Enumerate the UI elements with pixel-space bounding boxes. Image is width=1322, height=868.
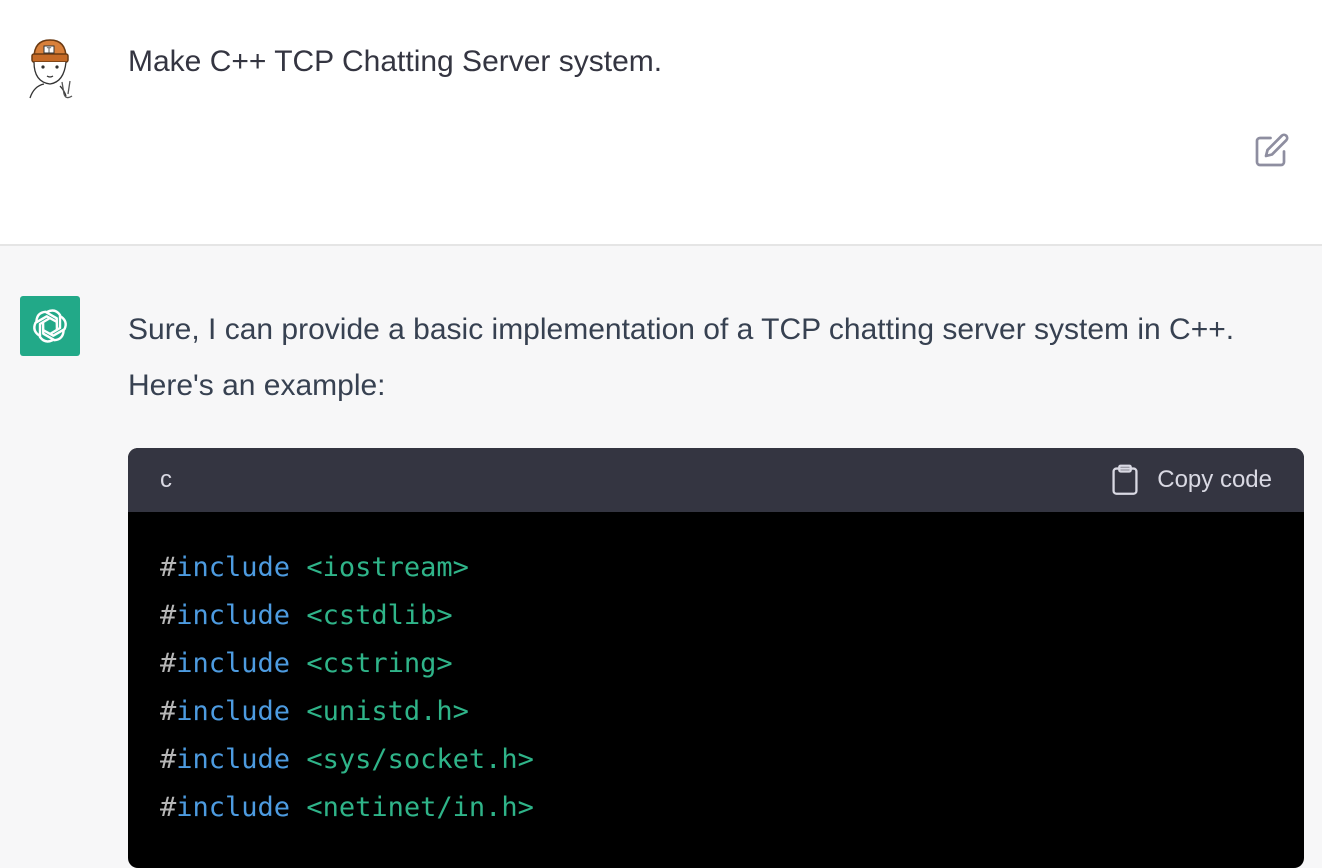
code-include-target: <unistd.h> — [290, 696, 469, 727]
user-message-text: Make C++ TCP Chatting Server system. — [128, 45, 663, 78]
code-block: c Copy code #include <iostream> #include… — [128, 448, 1304, 868]
code-hash: # — [160, 792, 177, 823]
code-hash: # — [160, 744, 177, 775]
code-hash: # — [160, 600, 177, 631]
assistant-message-text: Sure, I can provide a basic implementati… — [128, 313, 1235, 402]
user-avatar: T — [20, 36, 80, 100]
code-include-target: <netinet/in.h> — [290, 792, 534, 823]
code-directive: include — [176, 696, 291, 727]
code-hash: # — [160, 648, 177, 679]
code-language-label: c — [160, 466, 172, 493]
code-include-target: <sys/socket.h> — [290, 744, 534, 775]
code-line: #include <cstring> — [160, 640, 1304, 688]
code-body: #include <iostream> #include <cstdlib> #… — [128, 512, 1304, 832]
edit-icon[interactable] — [1254, 132, 1290, 168]
code-include-target: <cstring> — [290, 648, 453, 679]
code-directive: include — [176, 792, 291, 823]
code-hash: # — [160, 696, 177, 727]
code-line: #include <iostream> — [160, 544, 1304, 592]
code-line: #include <sys/socket.h> — [160, 736, 1304, 784]
code-directive: include — [176, 600, 291, 631]
copy-code-label: Copy code — [1157, 466, 1272, 493]
code-block-header: c Copy code — [128, 448, 1304, 512]
code-directive: include — [176, 648, 291, 679]
svg-text:T: T — [46, 47, 52, 55]
code-line: #include <unistd.h> — [160, 688, 1304, 736]
user-message-row: T Make C++ TCP Chatting Server system. — [0, 0, 1322, 246]
clipboard-icon — [1112, 464, 1138, 495]
code-directive: include — [176, 744, 291, 775]
code-include-target: <iostream> — [290, 552, 469, 583]
code-hash: # — [160, 552, 177, 583]
code-directive: include — [176, 552, 291, 583]
code-line: #include <netinet/in.h> — [160, 784, 1304, 832]
code-include-target: <cstdlib> — [290, 600, 453, 631]
assistant-message-row: Sure, I can provide a basic implementati… — [0, 246, 1322, 868]
code-line: #include <cstdlib> — [160, 592, 1304, 640]
copy-code-button[interactable]: Copy code — [1111, 464, 1272, 496]
openai-logo-icon — [20, 296, 80, 356]
